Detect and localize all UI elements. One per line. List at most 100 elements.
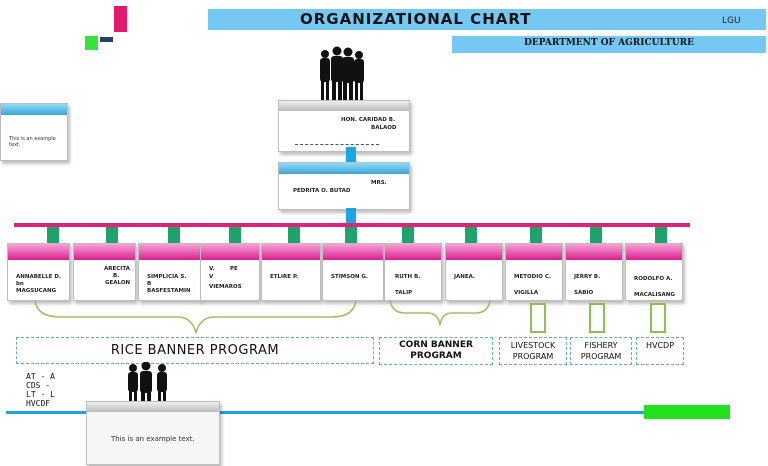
staff-line2: B xyxy=(147,281,152,287)
livestock-program-label: LIVESTOCK PROGRAM xyxy=(510,341,556,361)
staff-line2: B. xyxy=(113,273,120,279)
staff-box-cap xyxy=(446,244,502,260)
staff-stem xyxy=(345,227,357,243)
officer-box-cap xyxy=(279,163,409,174)
connector-officer-bus xyxy=(346,208,356,226)
mayor-signature-line xyxy=(295,144,379,145)
staff-stem xyxy=(465,227,477,243)
fishery-marker-box xyxy=(589,303,605,333)
staff-box-cap xyxy=(201,244,259,260)
mayor-name-line2: BALAOD xyxy=(371,125,397,131)
staff-box: STIMSON G. xyxy=(322,243,384,301)
officer-prefix: MRS. xyxy=(371,180,387,186)
department-label: DEPARTMENT OF AGRICULTURE xyxy=(524,38,694,48)
staff-line1: SIMPLICIA S. xyxy=(147,274,187,280)
staff-line3: VIEMAROS xyxy=(209,284,242,290)
hvcdp-program-banner: HVCDP xyxy=(636,337,684,365)
example-box-left: This is an example text. xyxy=(0,103,68,161)
hvcdp-marker-box xyxy=(650,303,666,333)
legend-item: LT - L xyxy=(26,390,55,399)
staff-line1: ANNABELLE D. xyxy=(16,274,62,280)
fishery-program-banner: FISHERY PROGRAM xyxy=(570,337,632,365)
staff-line1: METODIO C. xyxy=(514,274,551,280)
department-bar xyxy=(452,36,766,53)
rice-program-label: RICE BANNER PROGRAM xyxy=(110,343,280,358)
title-bar xyxy=(208,9,766,30)
corn-program-banner: CORN BANNER PROGRAM xyxy=(379,337,493,365)
group-braces xyxy=(34,299,491,334)
staff-stem xyxy=(168,227,180,243)
staff-line1: JANEA. xyxy=(454,274,476,280)
staff-line1: RODOLFO A. xyxy=(634,276,673,282)
fishery-program-label: FISHERY PROGRAM xyxy=(580,341,622,361)
rice-brace xyxy=(34,299,357,334)
lgu-label: LGU xyxy=(722,16,741,26)
staff-stem xyxy=(106,227,118,243)
corn-brace xyxy=(389,299,491,326)
staff-stem xyxy=(229,227,241,243)
staff-line3: MAGSUCANG xyxy=(16,288,57,294)
staff-line1: RUTH B. xyxy=(395,274,421,280)
staff-box: SIMPLICIA S. B BASFESTAMIN xyxy=(138,243,201,301)
legend: AT - A CDS - LT - L HVCDF xyxy=(26,372,55,408)
example-box-bottom-text: This is an example text. xyxy=(111,435,195,443)
staff-box: JANEA. xyxy=(445,243,503,301)
staff-line2: V xyxy=(209,274,214,280)
mayor-box: HON. CARIDAD B. BALAOD xyxy=(278,100,410,152)
green-marker xyxy=(85,36,98,50)
example-box-left-cap xyxy=(1,104,67,115)
staff-box-cap xyxy=(385,244,441,260)
corn-program-label: CORN BANNER PROGRAM xyxy=(399,340,473,361)
staff-stem xyxy=(288,227,300,243)
staff-line3: SABIO xyxy=(574,290,594,296)
staff-stem xyxy=(530,227,542,243)
people-silhouette-icon xyxy=(320,46,364,106)
staff-box-cap xyxy=(8,244,69,260)
staff-line3: GEALON xyxy=(105,280,131,286)
staff-stem xyxy=(47,227,59,243)
staff-box-cap xyxy=(566,244,622,260)
example-box-bottom: This is an example text. xyxy=(86,401,220,465)
officer-name: PEDRITA O. BUTAD xyxy=(293,188,351,194)
staff-line3: VIGILLA xyxy=(514,290,539,296)
connector-mayor-officer xyxy=(346,147,356,163)
staff-line1: ARECITA xyxy=(104,266,130,272)
staff-stem xyxy=(402,227,414,243)
bottom-green-bar xyxy=(644,405,730,419)
staff-box-cap xyxy=(506,244,562,260)
staff-box-cap xyxy=(323,244,383,260)
staff-bus-line xyxy=(14,223,690,227)
example-box-bottom-cap xyxy=(87,402,219,412)
staff-line1: ETLIRE P. xyxy=(270,274,299,280)
staff-line3: BASFESTAMIN xyxy=(147,288,191,294)
magenta-marker xyxy=(114,6,127,32)
staff-box: ETLIRE P. xyxy=(261,243,321,301)
header-white-block xyxy=(0,4,206,35)
staff-line2: bn xyxy=(16,281,24,287)
livestock-program-banner: LIVESTOCK PROGRAM xyxy=(499,337,567,365)
navy-marker xyxy=(100,37,113,42)
staff-box: ARECITA B. GEALON xyxy=(73,243,136,301)
staff-box: RODOLFO A. MACALISANG xyxy=(625,243,683,301)
staff-box: ANNABELLE D. bn MAGSUCANG xyxy=(7,243,70,301)
legend-item: AT - A xyxy=(26,372,55,381)
officer-box: MRS. PEDRITA O. BUTAD xyxy=(278,162,410,210)
mayor-name-line1: HON. CARIDAD B. xyxy=(341,117,396,123)
staff-line1: JERRY B. xyxy=(574,274,601,280)
staff-box-cap xyxy=(139,244,200,260)
staff-line3: TALIP xyxy=(395,290,413,296)
legend-item: HVCDF xyxy=(26,399,51,408)
page-title: ORGANIZATIONAL CHART xyxy=(300,10,532,28)
staff-line1: V. PE xyxy=(209,266,238,272)
staff-box-cap xyxy=(74,244,135,260)
staff-box-cap xyxy=(626,244,682,260)
staff-line3: MACALISANG xyxy=(634,292,675,298)
rice-program-banner: RICE BANNER PROGRAM xyxy=(16,337,374,364)
staff-box: V. PE V VIEMAROS xyxy=(200,243,260,301)
staff-box: JERRY B. SABIO xyxy=(565,243,623,301)
staff-stem xyxy=(655,227,667,243)
mayor-box-cap xyxy=(279,101,409,111)
example-box-left-text: This is an example text. xyxy=(9,136,56,148)
staff-line1: STIMSON G. xyxy=(331,274,368,280)
staff-box: RUTH B. TALIP xyxy=(384,243,442,301)
